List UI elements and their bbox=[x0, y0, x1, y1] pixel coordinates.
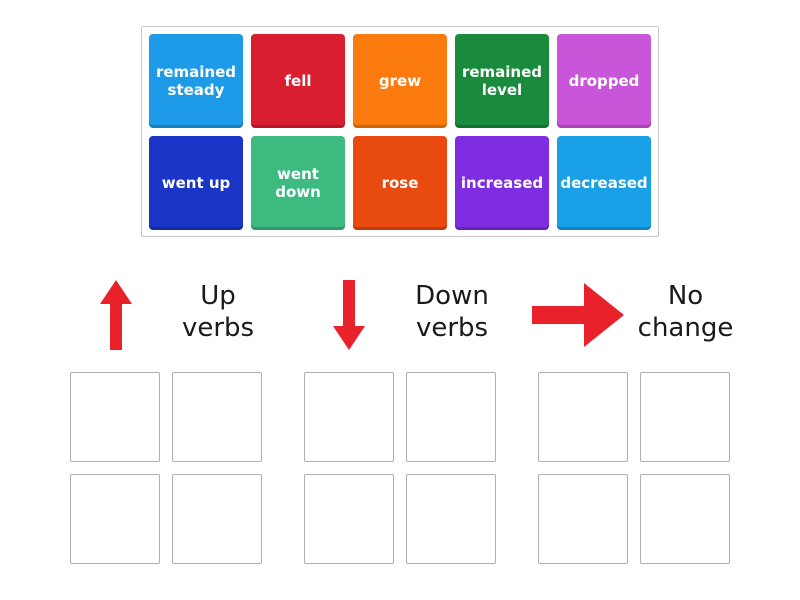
tile-increased[interactable]: increased bbox=[455, 136, 549, 230]
drop-slot[interactable] bbox=[538, 474, 628, 564]
category-title: Up verbs bbox=[181, 281, 255, 343]
drop-slot[interactable] bbox=[406, 372, 496, 462]
drop-slot[interactable] bbox=[640, 474, 730, 564]
tile-decreased[interactable]: decreased bbox=[557, 136, 651, 230]
drop-slot[interactable] bbox=[70, 372, 160, 462]
drop-slot[interactable] bbox=[538, 372, 628, 462]
arrow-up-icon bbox=[100, 280, 132, 350]
drop-slot[interactable] bbox=[70, 474, 160, 564]
tile-went-down[interactable]: went down bbox=[251, 136, 345, 230]
tile-grew[interactable]: grew bbox=[353, 34, 447, 128]
tile-fell[interactable]: fell bbox=[251, 34, 345, 128]
category-title: No change bbox=[637, 281, 734, 343]
tile-went-up[interactable]: went up bbox=[149, 136, 243, 230]
tile-remained-level[interactable]: remained level bbox=[455, 34, 549, 128]
drop-slot[interactable] bbox=[172, 474, 262, 564]
arrow-right-icon bbox=[532, 283, 624, 347]
drop-slot[interactable] bbox=[304, 372, 394, 462]
category-title: Down verbs bbox=[415, 281, 489, 343]
tile-rose[interactable]: rose bbox=[353, 136, 447, 230]
drop-slot[interactable] bbox=[304, 474, 394, 564]
arrow-down-icon bbox=[333, 280, 365, 350]
tile-dropped[interactable]: dropped bbox=[557, 34, 651, 128]
drop-slot[interactable] bbox=[640, 372, 730, 462]
drop-slot[interactable] bbox=[406, 474, 496, 564]
drop-slot[interactable] bbox=[172, 372, 262, 462]
tile-remained-steady[interactable]: remained steady bbox=[149, 34, 243, 128]
tile-tray: remained steady fell grew remained level… bbox=[141, 26, 659, 237]
